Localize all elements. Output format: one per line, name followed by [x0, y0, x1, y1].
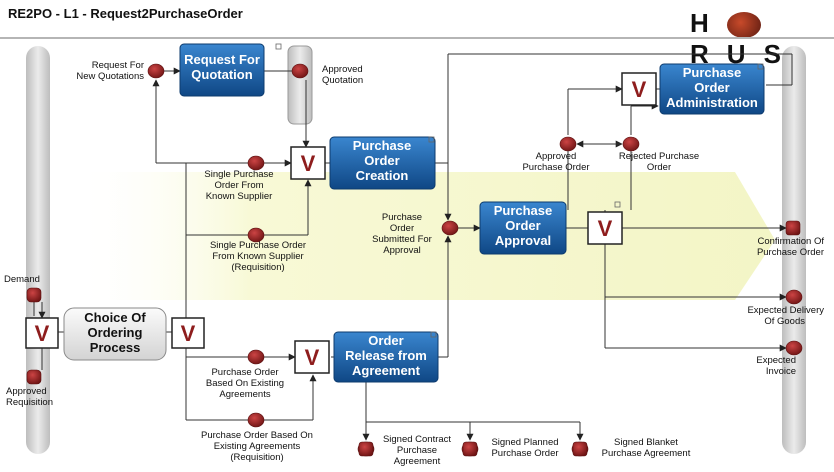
event-expected-invoice-dot	[785, 340, 803, 356]
left-lane	[26, 46, 50, 454]
event-approved-req-dot	[26, 369, 42, 385]
event-approved-quotation-dot	[291, 63, 309, 79]
diagram-title: RE2PO - L1 - Request2PurchaseOrder	[8, 6, 243, 21]
svg-text:V: V	[632, 77, 647, 102]
quotation-lane	[287, 45, 313, 125]
flow-lines	[33, 53, 793, 441]
xor-connector-choice-in: V	[25, 317, 59, 349]
xor-connector-choice-out: V	[171, 317, 205, 349]
svg-text:V: V	[35, 321, 50, 346]
svg-text:V: V	[181, 321, 196, 346]
event-rejected-po-dot	[622, 136, 640, 152]
event-single-po-req-dot	[247, 227, 265, 243]
event-signed-blanket-square	[572, 441, 588, 457]
event-signed-contract-square	[358, 441, 374, 457]
xor-connector-approval: V	[587, 211, 623, 245]
xor-connector-administration: V	[621, 72, 657, 106]
xor-connector-po-creation: V	[290, 146, 326, 180]
event-demand-dot	[26, 287, 42, 303]
header-divider	[0, 37, 834, 39]
event-po-existing-req-dot	[247, 412, 265, 428]
event-po-existing-dot	[247, 349, 265, 365]
event-single-po-dot	[247, 155, 265, 171]
event-squares	[26, 220, 801, 457]
event-approved-po-dot	[559, 136, 577, 152]
event-signed-planned-square	[462, 441, 478, 457]
svg-text:V: V	[301, 151, 316, 176]
svg-text:V: V	[598, 216, 613, 241]
event-po-submitted-dot	[441, 220, 459, 236]
event-label-demand: Demand	[4, 274, 40, 285]
svg-text:V: V	[305, 345, 320, 370]
event-expected-delivery-dot	[785, 289, 803, 305]
expand-icon	[275, 43, 764, 338]
event-confirmation-dot	[785, 220, 801, 236]
event-request-new-quotations-dot	[147, 63, 165, 79]
flow-band	[75, 172, 775, 300]
xor-connector-order-release: V	[294, 340, 330, 374]
